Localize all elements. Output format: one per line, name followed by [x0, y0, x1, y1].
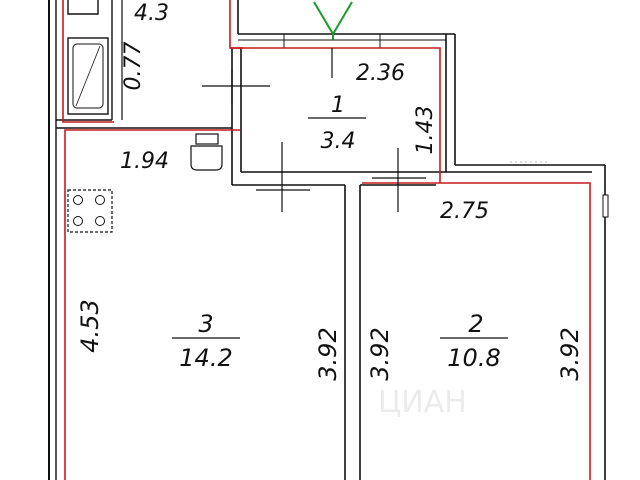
bathtub-icon — [67, 37, 109, 115]
dimension-bedroom-top-width: 2.75 — [440, 199, 489, 224]
toilet-icon — [190, 133, 223, 171]
watermark-logo: ЦИАН — [378, 385, 467, 420]
room-area: 3.4 — [321, 129, 356, 154]
dimension-hall-width: 2.36 — [356, 61, 405, 86]
dimension-bath-height: 0.77 — [121, 42, 146, 91]
door-marks — [202, 48, 426, 212]
dimension-bedroom-right-height: 3.92 — [556, 327, 584, 380]
window-marks — [510, 161, 609, 218]
dimension-kitchen-top-width: 1.94 — [120, 149, 169, 174]
dimension-kitchen-left-height: 4.53 — [76, 299, 104, 352]
dimension-hall-height: 1.43 — [413, 106, 438, 155]
stove-icon — [67, 189, 113, 233]
room-label-1: 1 3.4 — [308, 93, 366, 154]
dimension-kitchen-right-height: 3.92 — [314, 327, 342, 380]
room-boundaries — [62, 0, 591, 480]
room-label-2: 2 10.8 — [440, 310, 508, 372]
room-area: 10.8 — [447, 344, 500, 372]
room-area: 14.2 — [179, 344, 232, 372]
room-label-3: 3 14.2 — [172, 310, 240, 372]
sink-icon — [67, 0, 99, 15]
room-number: 3 — [198, 310, 213, 338]
entrance-arrow-icon — [313, 1, 353, 40]
dimension-bedroom-left-height: 3.92 — [366, 327, 394, 380]
room-number: 2 — [468, 310, 483, 338]
dimension-top-left: 4.3 — [134, 1, 169, 26]
svg-text:ЦИАН: ЦИАН — [378, 385, 467, 420]
room-number: 1 — [331, 93, 345, 118]
